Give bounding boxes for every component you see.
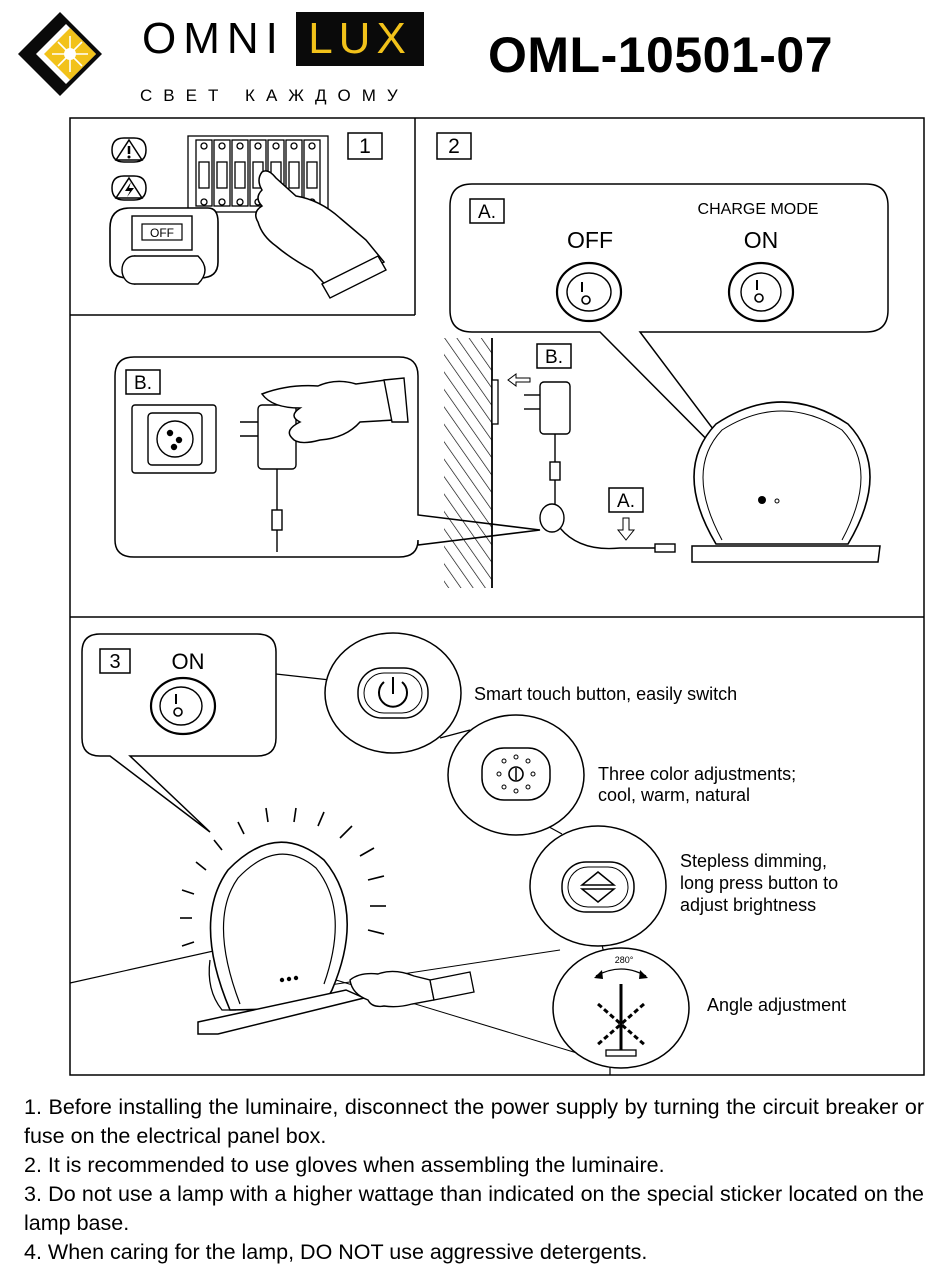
panel-1-step-number: 1: [359, 135, 371, 158]
feature-4-text: Angle adjustment: [707, 995, 846, 1015]
brand-logo: OMNI LUX СВЕТ КАЖДОМУ: [10, 6, 430, 106]
installation-diagram: 1: [69, 117, 925, 1076]
panel-3: 3 ON Smart: [69, 632, 846, 1075]
callout-b-tag: B.: [134, 373, 152, 394]
safety-note: 4. When caring for the lamp, DO NOT use …: [24, 1240, 648, 1264]
connector-a-tag: A.: [617, 491, 635, 512]
feature-dimming-circle: [529, 825, 667, 947]
angle-icon: 280°: [594, 955, 648, 1057]
charge-on-label: ON: [744, 227, 779, 253]
omnilux-diamond-icon: [18, 12, 102, 96]
feature-power-circle: [324, 632, 462, 754]
feature-3-text-line3: adjust brightness: [680, 895, 816, 915]
electric-hazard-icon: [111, 175, 147, 201]
wall-socket: [131, 404, 217, 474]
adapter-with-cable: [524, 381, 676, 553]
charge-mode-title: CHARGE MODE: [698, 201, 819, 218]
feature-3-text-line2: long press button to: [680, 873, 838, 893]
rocker-switch-on: [149, 676, 217, 736]
mirror-lamp: [691, 401, 881, 563]
hand-drawing: [260, 379, 395, 444]
wall: [444, 338, 499, 588]
feature-1-text: Smart touch button, easily switch: [474, 684, 737, 704]
feature-color-circle: [447, 714, 585, 836]
feature-2-text-line1: Three color adjustments;: [598, 764, 796, 784]
angle-degree-label: 280°: [615, 955, 634, 965]
callout-charge-mode: A. CHARGE MODE OFF ON: [449, 183, 889, 499]
safety-note: 3. Do not use a lamp with a higher watta…: [24, 1182, 924, 1235]
feature-angle-circle: 280°: [552, 947, 690, 1069]
off-switch-box: OFF: [109, 207, 219, 285]
safety-note: 1. Before installing the luminaire, disc…: [24, 1095, 924, 1148]
callout-on: 3 ON: [81, 633, 277, 833]
warning-icon: [111, 137, 147, 163]
diagram-frame: [69, 117, 925, 1076]
callout-socket: B.: [114, 356, 541, 558]
panel-3-on-label: ON: [172, 649, 205, 674]
arrow-left-icon: [507, 373, 531, 387]
adapter-b-tag: B.: [545, 347, 563, 368]
panel-2: 2 A. CHARGE MODE OFF ON: [114, 132, 889, 588]
model-number: OML-10501-07: [488, 27, 834, 83]
brand-tagline: СВЕТ КАЖДОМУ: [140, 86, 409, 105]
panel-2-step-number: 2: [448, 135, 460, 158]
charge-off-label: OFF: [567, 227, 613, 253]
callout-a-tag: A.: [478, 202, 496, 223]
lamp-illuminated: [180, 807, 386, 1035]
dimming-icon: [561, 861, 635, 913]
safety-note: 2. It is recommended to use gloves when …: [24, 1153, 665, 1177]
rocker-switch-off: [555, 261, 623, 323]
safety-notes: 1. Before installing the luminaire, disc…: [24, 1093, 924, 1267]
feature-3-text-line1: Stepless dimming,: [680, 851, 827, 871]
switch-off-label: OFF: [150, 226, 174, 240]
arrow-down-icon: [616, 517, 636, 541]
power-adapter: [240, 404, 297, 552]
hand-drawing: [349, 970, 435, 1008]
power-button-icon: [357, 667, 429, 719]
brand-name-lux: LUX: [296, 12, 424, 66]
brand-name-omni: OMNI: [142, 14, 285, 63]
panel-3-step-number: 3: [109, 651, 120, 673]
rocker-switch-on: [727, 261, 795, 323]
feature-2-text-line2: cool, warm, natural: [598, 785, 750, 805]
color-adjust-icon: [481, 747, 551, 801]
panel-1: 1: [109, 132, 387, 299]
hand-drawing: [255, 170, 386, 291]
